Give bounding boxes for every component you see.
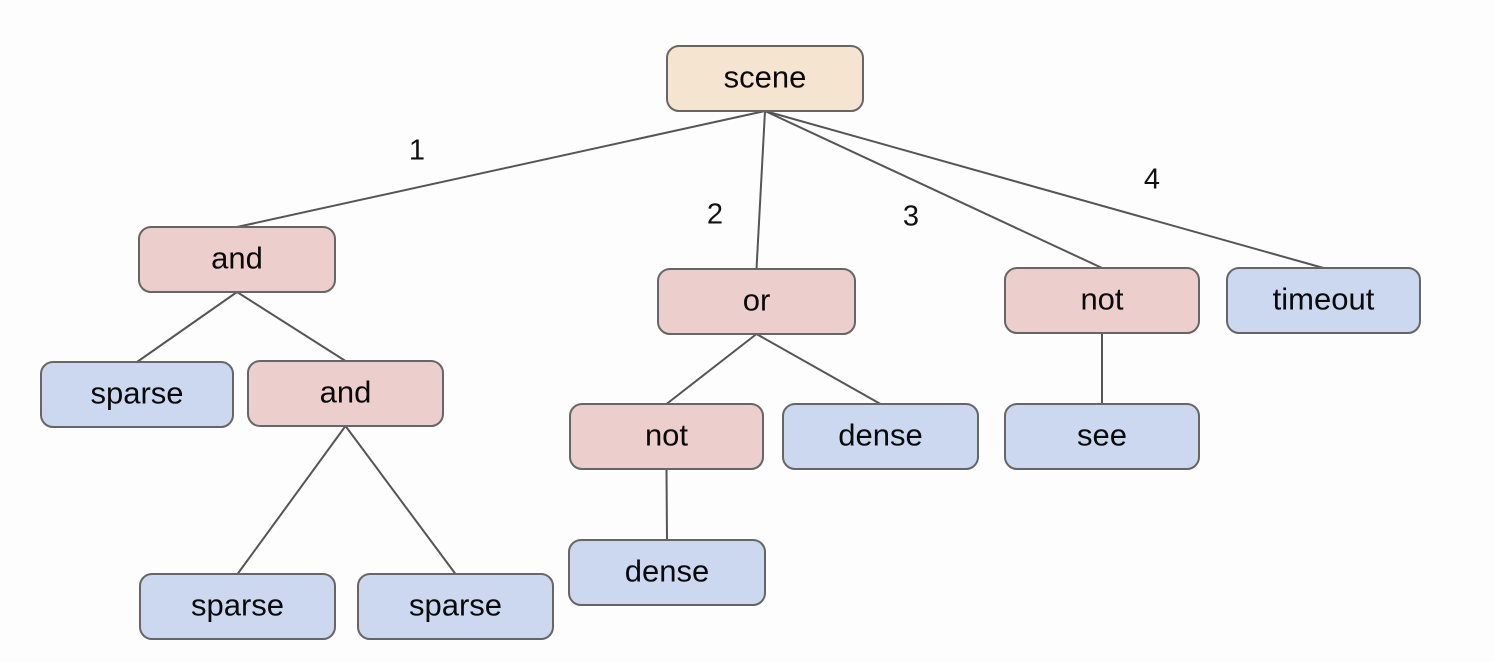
- node-label-and1: and: [211, 241, 263, 276]
- tree-node-not2[interactable]: not: [569, 403, 764, 470]
- node-box-and2[interactable]: [247, 360, 444, 427]
- edges-layer: [136, 110, 1325, 575]
- nodes-layer: scene and or not timeout sparse and not dense see…: [40, 45, 1421, 640]
- tree-node-not1[interactable]: not: [1004, 267, 1200, 334]
- edge-label-3: 3: [903, 201, 919, 233]
- node-box-see[interactable]: [1004, 403, 1200, 470]
- tree-node-timeout[interactable]: timeout: [1226, 267, 1421, 334]
- tree-node-scene[interactable]: scene: [666, 45, 864, 112]
- node-label-timeout: timeout: [1273, 282, 1375, 317]
- tree-edge-scene-to-not1: [764, 110, 1103, 269]
- edge-labels-layer: 1 2 3 4: [409, 135, 1160, 233]
- node-box-timeout[interactable]: [1226, 267, 1421, 334]
- node-label-and2: and: [320, 375, 372, 410]
- node-box-scene[interactable]: [666, 45, 864, 112]
- node-label-sparse1: sparse: [90, 376, 183, 411]
- node-box-dense2[interactable]: [568, 539, 766, 606]
- node-label-or1: or: [743, 283, 771, 318]
- tree-node-dense2[interactable]: dense: [568, 539, 766, 606]
- tree-edge-scene-to-timeout: [764, 110, 1325, 269]
- edge-label-4: 4: [1144, 164, 1160, 196]
- node-box-sparse2[interactable]: [139, 573, 336, 640]
- node-label-not1: not: [1080, 282, 1123, 317]
- node-label-sparse3: sparse: [409, 588, 502, 623]
- tree-edge-scene-to-and1: [236, 110, 766, 228]
- tree-node-see[interactable]: see: [1004, 403, 1200, 470]
- tree-node-sparse2[interactable]: sparse: [139, 573, 336, 640]
- node-box-or1[interactable]: [657, 268, 856, 335]
- tree-node-dense1[interactable]: dense: [782, 403, 979, 470]
- tree-node-or1[interactable]: or: [657, 268, 856, 335]
- node-label-sparse2: sparse: [191, 588, 284, 623]
- tree-edge-or1-to-not2: [665, 333, 758, 405]
- tree-node-and2[interactable]: and: [247, 360, 444, 427]
- tree-node-sparse1[interactable]: sparse: [40, 361, 234, 428]
- tree-edge-or1-to-dense1: [755, 333, 882, 405]
- tree-edge-and1-to-sparse1: [136, 291, 238, 363]
- tree-edge-and2-to-sparse2: [236, 425, 347, 575]
- tree-edge-not2-to-dense2: [665, 468, 668, 541]
- edge-label-2: 2: [707, 199, 723, 231]
- node-label-see: see: [1077, 418, 1127, 453]
- tree-edge-and2-to-sparse3: [344, 425, 457, 575]
- node-box-not2[interactable]: [569, 403, 764, 470]
- edge-label-1: 1: [409, 135, 425, 167]
- node-box-and1[interactable]: [138, 226, 336, 293]
- node-box-dense1[interactable]: [782, 403, 979, 470]
- tree-edge-and1-to-and2: [236, 291, 347, 362]
- tree-node-and1[interactable]: and: [138, 226, 336, 293]
- node-box-sparse1[interactable]: [40, 361, 234, 428]
- node-box-sparse3[interactable]: [357, 573, 554, 640]
- node-label-dense1: dense: [838, 418, 922, 453]
- node-box-not1[interactable]: [1004, 267, 1200, 334]
- tree-node-sparse3[interactable]: sparse: [357, 573, 554, 640]
- node-label-dense2: dense: [625, 554, 709, 589]
- node-label-scene: scene: [724, 60, 807, 95]
- node-label-not2: not: [645, 418, 688, 453]
- tree-edge-scene-to-or1: [755, 110, 766, 270]
